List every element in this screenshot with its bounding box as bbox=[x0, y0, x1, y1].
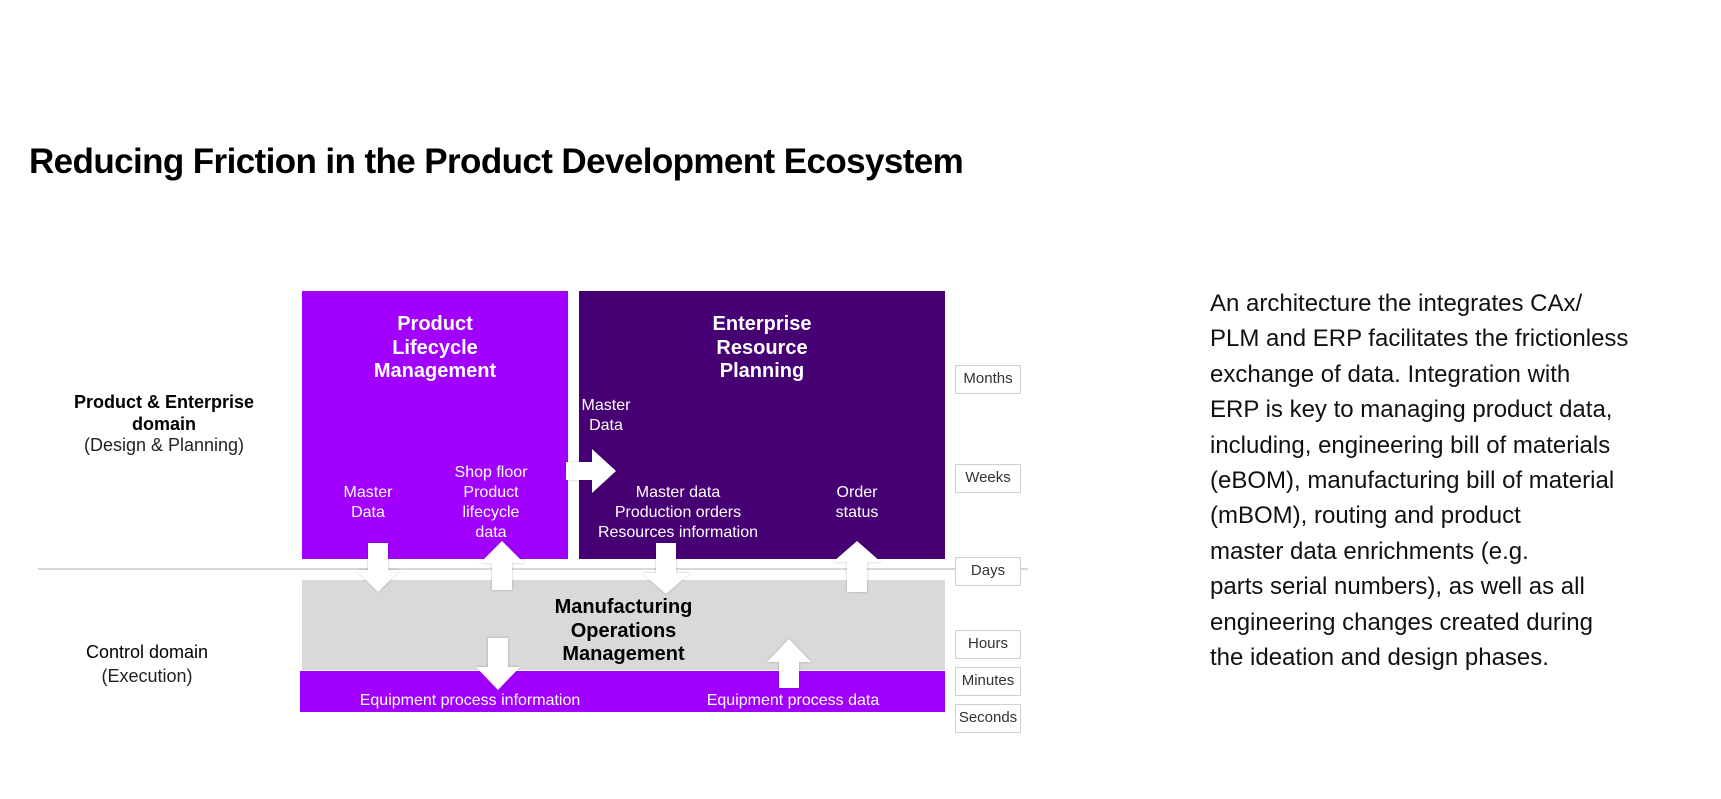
arrow-up-icon bbox=[767, 639, 811, 688]
plm-master-data-label: Master Data bbox=[343, 484, 393, 521]
plm-block: Product Lifecycle Management Master Data… bbox=[302, 291, 568, 559]
plm-shop-floor-label: Shop floor Product lifecycle data bbox=[454, 464, 528, 541]
timescale-months: Months bbox=[955, 365, 1021, 394]
erp-master-production-label: Master data Production orders Resources … bbox=[597, 484, 759, 541]
control-domain-subtitle: (Execution) bbox=[101, 666, 193, 686]
equipment-process-info-label: Equipment process information bbox=[359, 692, 581, 709]
arrow-down-icon bbox=[476, 638, 520, 690]
timescale-days: Days bbox=[955, 557, 1021, 586]
mom-block: Manufacturing Operations Management bbox=[302, 580, 945, 670]
equipment-bar: Equipment process information Equipment … bbox=[300, 671, 945, 712]
plm-title: Product Lifecycle Management bbox=[373, 313, 497, 382]
page-title: Reducing Friction in the Product Develop… bbox=[29, 142, 964, 181]
timescale-seconds: Seconds bbox=[955, 704, 1021, 733]
arrow-right-icon bbox=[566, 449, 616, 493]
product-domain-title: Product & Enterprise domain bbox=[73, 392, 255, 434]
arrow-up-icon bbox=[833, 541, 881, 592]
erp-order-status-label: Order status bbox=[835, 484, 879, 521]
product-domain-subtitle: (Design & Planning) bbox=[83, 435, 245, 455]
timescale-minutes: Minutes bbox=[955, 667, 1021, 696]
erp-title: Enterprise Resource Planning bbox=[712, 313, 812, 382]
erp-block: Enterprise Resource Planning Master Data… bbox=[579, 291, 945, 559]
mom-title: Manufacturing Operations Management bbox=[554, 596, 693, 665]
arrow-down-icon bbox=[642, 543, 690, 594]
timescale-hours: Hours bbox=[955, 630, 1021, 659]
timescale-weeks: Weeks bbox=[955, 464, 1021, 493]
control-domain-title: Control domain bbox=[85, 642, 209, 662]
arrow-up-icon bbox=[480, 541, 524, 590]
equipment-process-data-label: Equipment process data bbox=[706, 692, 880, 709]
domain-divider bbox=[38, 568, 1028, 570]
description-text: An architecture the integrates CAx/ PLM … bbox=[1210, 290, 1629, 672]
arrow-down-icon bbox=[356, 543, 400, 592]
erp-master-data-label: Master Data bbox=[581, 397, 631, 434]
